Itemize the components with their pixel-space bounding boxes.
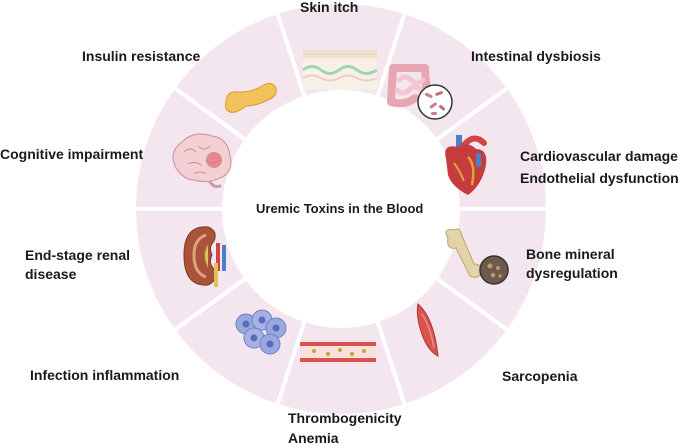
blood-vessel-icon: [300, 342, 376, 362]
kidney-icon: [183, 226, 226, 287]
ring-segment-pancreas: [170, 9, 308, 144]
label-cognitive-impairment: Cognitive impairment: [0, 146, 144, 162]
heart-icon: [445, 135, 487, 195]
intestine-icon: [387, 64, 453, 120]
label-sarcopenia: Sarcopenia: [502, 368, 578, 384]
label-bone-mineral: Bone mineral dysregulation: [526, 246, 618, 281]
bone-icon: [445, 228, 509, 285]
label-thrombogenicity: Thrombogenicity Anemia: [288, 410, 402, 446]
pancreas-icon: [225, 82, 277, 113]
center-label: Uremic Toxins in the Blood: [256, 201, 424, 216]
brain-icon: [172, 133, 232, 188]
label-intestinal-dysbiosis: Intestinal dysbiosis: [471, 48, 601, 64]
label-infection-inflammation: Infection inflammation: [30, 367, 180, 383]
label-end-stage-renal: End-stage renal disease: [25, 247, 131, 282]
skin-layer-icon: [302, 50, 378, 90]
label-skin-itch: Skin itch: [300, 0, 359, 15]
muscle-icon: [416, 303, 439, 357]
label-insulin-resistance: Insulin resistance: [82, 48, 201, 64]
cell-cluster-icon: [235, 309, 287, 355]
label-cardiovascular: Cardiovascular damage Endothelial dysfun…: [520, 148, 679, 186]
